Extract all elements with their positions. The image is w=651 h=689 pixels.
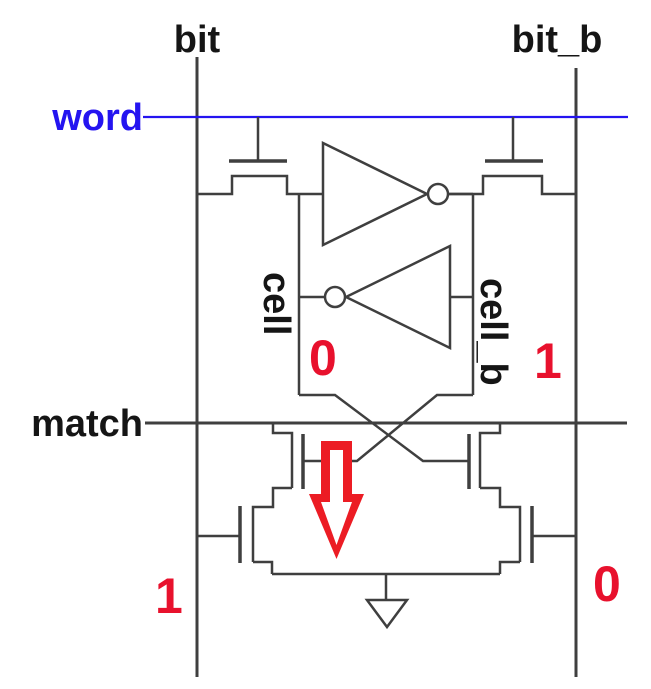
match-label: match [31, 403, 143, 445]
cell-value: 0 [309, 330, 337, 386]
source-step [253, 560, 274, 574]
upper-drain [478, 423, 502, 488]
bit-value: 1 [155, 568, 183, 624]
ground-icon [364, 574, 410, 630]
cell-label: cell [255, 272, 297, 335]
upper-drain [271, 423, 294, 488]
series-link [480, 486, 522, 562]
pass-transistor-left [197, 117, 323, 196]
inverter-bottom [299, 243, 473, 351]
source-step [498, 560, 520, 574]
channel-wire [449, 174, 576, 196]
series-link [251, 486, 292, 562]
inverter-bubble [426, 182, 450, 206]
bit-label: bit [174, 19, 221, 61]
inverter-top [321, 140, 473, 248]
compare-stack-right [467, 423, 576, 574]
inverter-triangle [321, 140, 430, 248]
down-arrow-icon [309, 441, 364, 559]
channel-wire [197, 174, 323, 196]
arrow-inner [321, 450, 352, 545]
cellb-label: cell_b [472, 278, 514, 386]
inverter-triangle [343, 243, 452, 351]
bitb-value: 0 [593, 556, 621, 612]
cellb-value: 1 [534, 333, 562, 389]
compare-stack-left [197, 423, 305, 574]
word-label: word [51, 97, 143, 139]
ground-triangle [364, 598, 410, 630]
cross-wire-cell-to-right-gate [299, 393, 469, 463]
pass-transistor-right [449, 117, 576, 196]
bitb-label: bit_b [512, 19, 603, 61]
inverter-bubble [323, 285, 347, 309]
